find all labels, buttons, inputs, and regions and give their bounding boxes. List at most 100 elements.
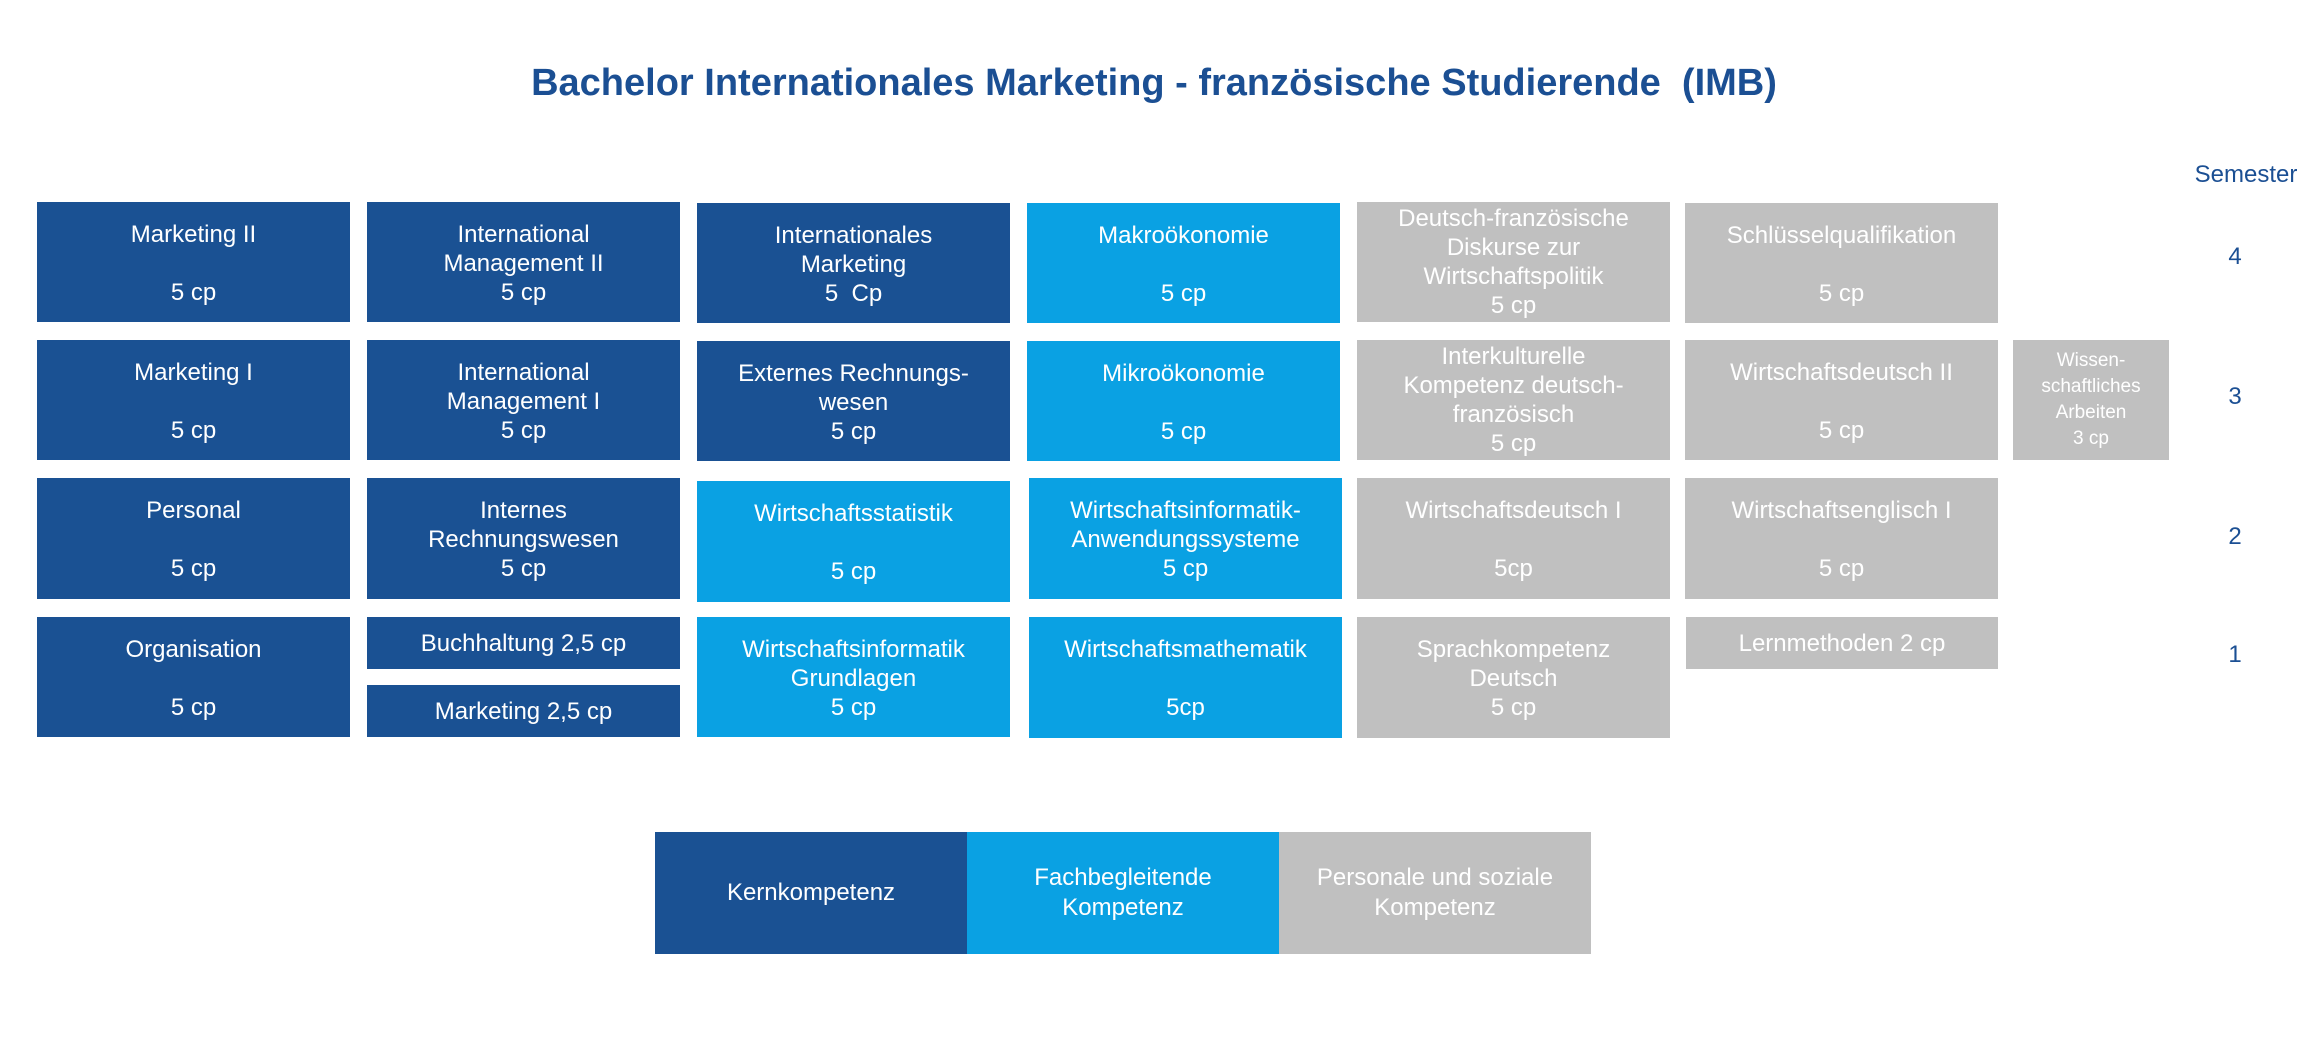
semester-label-3: 3 [2228,383,2242,410]
page-title: Bachelor Internationales Marketing - fra… [531,62,1777,104]
module-line: International [457,359,590,386]
module-mikrooekonomie: Mikroökonomie 5 cp [1027,341,1340,461]
module-line [45,525,342,554]
module-line [705,528,1002,557]
module-credits: 5 cp [500,279,547,306]
module-wissenschaftliches-arbeiten: Wissen- schaftliches Arbeiten 3 cp [2013,340,2169,460]
legend-label: Fachbegleitende [1034,864,1212,891]
module-line: Schlüsselqualifikation [1726,222,1957,249]
module-credits: 5 cp [1818,417,1865,444]
module-externes-rechnungswesen: Externes Rechnungs- wesen 5 cp [697,341,1010,461]
module-diskurse-wirtschaftspolitik: Deutsch-französische Diskurse zur Wirtsc… [1357,202,1670,322]
module-personal: Personal 5 cp [37,478,350,599]
module-line [1035,388,1332,417]
legend-fachbegleitende-kompetenz: Fachbegleitende Kompetenz [967,832,1279,954]
module-credits: 5 Cp [824,280,883,307]
legend-label: Kompetenz [1062,894,1184,921]
module-credits: 5 cp [1490,430,1537,457]
module-line: Wirtschaftsdeutsch I [1405,497,1622,524]
legend-personale-soziale-kompetenz: Personale und soziale Kompetenz [1279,832,1591,954]
legend-label: Kompetenz [1374,894,1496,921]
module-line: Marketing II [130,221,257,248]
module-line: Internationales [774,222,933,249]
module-line: Diskurse zur [1446,234,1581,261]
module-line: Personal [146,497,241,524]
module-line: Marketing I [134,359,253,386]
module-wirtschaftsdeutsch-1: Wirtschaftsdeutsch I 5cp [1357,478,1670,599]
module-line: International [457,221,590,248]
module-credits: 5 cp [830,418,877,445]
module-line: Wirtschaftsinformatik- [1070,497,1301,524]
module-line: Wirtschaftsstatistik [754,500,953,527]
module-line: Interkulturelle [1441,343,1586,370]
semester-label-1: 1 [2228,641,2242,668]
module-credits: 5 cp [1818,280,1865,307]
module-credits: 5 cp [830,558,877,585]
module-credits: 5 cp [1490,694,1537,721]
module-marketing-1: Marketing I 5 cp [37,340,350,460]
module-credits: 5 cp [170,417,217,444]
module-schluesselqualifikation: Schlüsselqualifikation 5 cp [1685,203,1998,323]
module-line: französisch [1452,401,1575,428]
module-line: Management II [443,250,604,277]
module-line: Wirtschaftsinformatik [742,636,965,663]
module-credits: 5 cp [830,694,877,721]
module-credits: 5 cp [1818,555,1865,582]
semester-label-2: 2 [2228,523,2242,550]
module-line [1693,250,1990,279]
module-line [45,249,342,278]
module-internationales-marketing: Internationales Marketing 5 Cp [697,203,1010,323]
module-line: Wirtschaftsenglisch I [1731,497,1952,524]
module-line [45,664,342,693]
module-line: Kompetenz deutsch- [1403,372,1624,399]
module-line: Marketing [800,251,907,278]
module-credits: 5cp [1494,555,1533,582]
legend-label: Kernkompetenz [726,879,896,906]
module-marketing-grundlagen: Marketing 2,5 cp [367,685,680,737]
module-line: Deutsch-französische [1398,205,1629,232]
module-line [1693,387,1990,416]
module-line: Wirtschaftspolitik [1423,263,1604,290]
semester-label-4: 4 [2228,243,2242,270]
module-line [45,387,342,416]
module-line: Lernmethoden 2 cp [1738,629,1946,657]
module-credits: 5 cp [170,694,217,721]
module-line [1693,525,1990,554]
module-lernmethoden: Lernmethoden 2 cp [1686,617,1998,669]
module-line: Wirtschaftsdeutsch II [1730,359,1953,386]
legend-label: Personale und soziale [1316,864,1554,891]
module-line: Rechnungswesen [428,526,619,553]
module-line: schaftliches [2041,376,2141,397]
module-interkulturelle-kompetenz: Interkulturelle Kompetenz deutsch- franz… [1357,340,1670,460]
module-credits: 5 cp [170,279,217,306]
module-credits: 5 cp [1160,280,1207,307]
module-line: Wissen- [2056,350,2126,371]
module-credits: 5 cp [1490,292,1537,319]
module-line: Wirtschaftsmathematik [1064,636,1307,663]
module-line [1035,250,1332,279]
module-credits: 5cp [1166,694,1205,721]
semester-column-header: Semester [2194,161,2298,188]
module-line: Buchhaltung 2,5 cp [420,629,627,657]
module-credits: 5 cp [170,555,217,582]
module-line: Sprachkompetenz [1416,636,1611,663]
module-credits: 5 cp [500,555,547,582]
module-line: Management I [446,388,601,415]
module-line: Makroökonomie [1098,222,1269,249]
module-credits: 3 cp [2073,428,2109,449]
module-buchhaltung: Buchhaltung 2,5 cp [367,617,680,669]
module-international-management-2: International Management II 5 cp [367,202,680,322]
module-line: Grundlagen [790,665,917,692]
module-internes-rechnungswesen: Internes Rechnungswesen 5 cp [367,478,680,599]
module-sprachkompetenz-deutsch: Sprachkompetenz Deutsch 5 cp [1357,617,1670,738]
module-wirtschaftsinformatik-grundlagen: Wirtschaftsinformatik Grundlagen 5 cp [697,617,1010,737]
module-wirtschaftsinformatik-anwendungssysteme: Wirtschaftsinformatik- Anwendungssysteme… [1029,478,1342,599]
module-line: Anwendungssysteme [1071,526,1300,553]
module-marketing-2: Marketing II 5 cp [37,202,350,322]
module-line [1037,664,1334,693]
module-line: Externes Rechnungs- [738,360,969,387]
module-credits: 5 cp [500,417,547,444]
module-organisation: Organisation 5 cp [37,617,350,737]
module-line: wesen [818,389,889,416]
module-wirtschaftsstatistik: Wirtschaftsstatistik 5 cp [697,481,1010,602]
